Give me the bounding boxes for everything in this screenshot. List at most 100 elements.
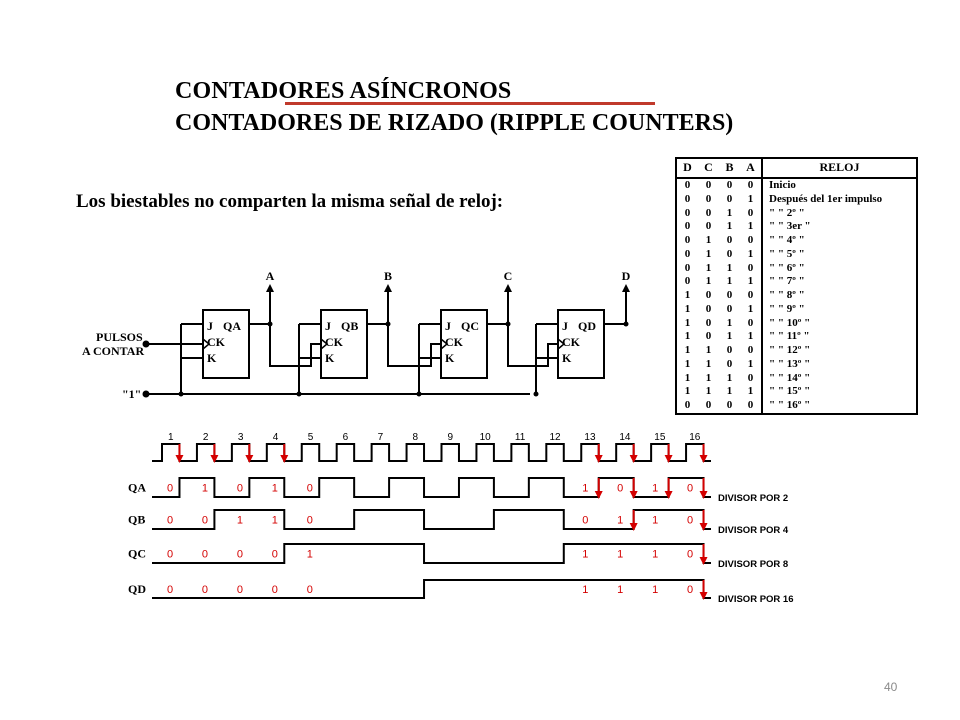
table-cell-clock: " " 2º " (769, 206, 805, 219)
ff-k-label: K (207, 351, 217, 365)
state-bit: 0 (167, 515, 173, 527)
table-cell-bit: 1 (726, 206, 733, 219)
arrow-down-icon (175, 455, 184, 463)
ff-j-label: J (562, 319, 568, 333)
state-bit: 1 (202, 483, 208, 495)
state-bit: 0 (307, 483, 313, 495)
pulse-number: 8 (413, 432, 419, 443)
table-cell-bit: 0 (726, 192, 733, 205)
table-cell-clock: " " 4º " (769, 234, 805, 247)
ff-ck-label: CK (445, 335, 464, 349)
output-label-b: B (384, 269, 392, 283)
state-bit: 1 (272, 515, 278, 527)
flip-flop-box (440, 309, 488, 379)
pulse-number: 7 (378, 432, 384, 443)
arrow-down-icon (594, 491, 603, 499)
pulse-number: 11 (515, 432, 526, 443)
table-cell-bit: 1 (740, 357, 763, 372)
title-underline (285, 102, 655, 105)
state-bit: 1 (652, 515, 658, 527)
table-cell-bit: 0 (705, 206, 712, 219)
table-cell-bit: 0 (705, 192, 712, 205)
flip-flop-box (557, 309, 605, 379)
table-cell-bit: 1 (726, 220, 733, 233)
state-bit: 1 (582, 584, 588, 596)
table-cell-bit: 0 (705, 316, 712, 329)
arrow-down-icon (699, 523, 708, 531)
state-bit: 0 (167, 483, 173, 495)
circuit-schematic (142, 340, 530, 398)
state-bit: 1 (652, 584, 658, 596)
table-cell-bit: 1 (740, 220, 763, 235)
arrow-up-icon (504, 284, 512, 292)
slide-number: 40 (884, 680, 898, 694)
flip-flop-box (202, 309, 250, 379)
arrow-down-icon (699, 592, 708, 600)
arrow-down-icon (664, 491, 673, 499)
intro-text: Los biestables no comparten la misma señ… (76, 191, 504, 212)
state-bit: 1 (307, 549, 313, 561)
table-cell-clock: " " 14º " (769, 371, 811, 384)
table-cell-bit: 0 (705, 330, 712, 343)
table-cell-bit: 1 (705, 275, 712, 288)
table-cell-bit: 0 (705, 289, 712, 302)
table-cell-bit: 1 (740, 192, 763, 207)
table-cell-bit: 0 (740, 316, 763, 331)
table-cell-clock: " " 15º " (769, 385, 811, 398)
pulse-number: 1 (168, 432, 174, 443)
arrow-up-icon (622, 284, 630, 292)
state-bit: 0 (237, 584, 243, 596)
jk-node (533, 391, 539, 397)
state-bit: 1 (582, 483, 588, 495)
table-cell-bit: 0 (684, 192, 691, 205)
table-cell-bit: 1 (726, 385, 733, 398)
output-node (623, 321, 629, 327)
ff-j-label: J (207, 319, 213, 333)
table-cell-bit: 1 (740, 385, 763, 400)
table-cell-bit: 0 (684, 234, 691, 247)
table-cell-bit: 0 (684, 179, 691, 192)
table-cell-bit: 1 (740, 330, 763, 345)
clock-triangle-icon (202, 338, 211, 350)
ff-q-label: QC (461, 319, 479, 333)
table-cell-bit: 1 (705, 344, 712, 357)
table-cell-bit: 0 (684, 261, 691, 274)
state-bit: 0 (687, 483, 693, 495)
state-bit: 0 (582, 515, 588, 527)
signal-label-qd: QD (128, 582, 146, 596)
ff-ck-label: CK (562, 335, 581, 349)
table-cell-bit: 0 (705, 302, 712, 315)
table-cell-bit: 0 (740, 261, 763, 276)
state-bit: 0 (237, 483, 243, 495)
state-bit: 1 (582, 549, 588, 561)
pulse-number: 14 (619, 432, 631, 443)
ff-k-label: K (445, 351, 455, 365)
table-cell-bit: 1 (684, 344, 691, 357)
header-reloj: RELOJ (762, 159, 916, 179)
one-rail-node (142, 390, 150, 398)
clock-triangle-icon (557, 338, 566, 350)
table-cell-bit: 0 (726, 399, 733, 412)
clock-waveform (152, 443, 711, 462)
ripple-clock-wire (507, 324, 558, 367)
table-cell-bit: 1 (684, 330, 691, 343)
table-cell-bit: 0 (726, 247, 733, 260)
arrow-down-icon (629, 455, 638, 463)
table-cell-bit: 0 (726, 344, 733, 357)
ff-j-label: J (325, 319, 331, 333)
table-cell-bit: 1 (740, 275, 763, 290)
table-cell-bit: 0 (740, 206, 763, 221)
arrow-up-icon (384, 284, 392, 292)
table-cell-clock: " " 10º " (769, 316, 811, 329)
state-bit: 0 (617, 483, 623, 495)
